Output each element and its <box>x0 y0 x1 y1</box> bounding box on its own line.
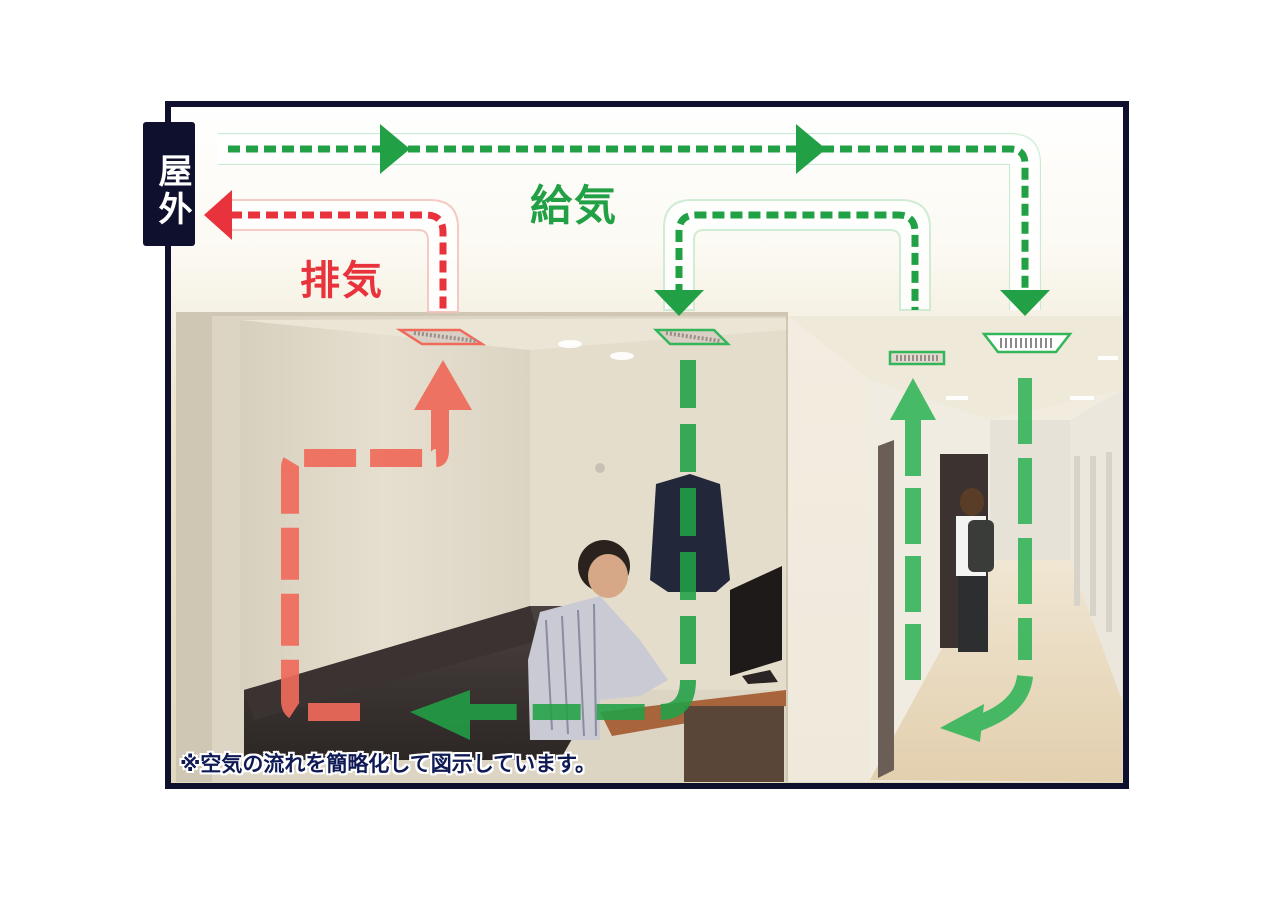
ceiling-light <box>1070 396 1094 400</box>
supply-flow-booth <box>410 360 696 740</box>
exhaust-vent-booth <box>395 328 487 346</box>
supply-arrowhead-down <box>654 290 704 316</box>
supply-flow-corridor-down <box>940 378 1033 742</box>
simplification-note: ※空気の流れを簡略化して図示しています。 <box>180 752 597 776</box>
corridor-floor <box>870 560 1122 782</box>
supply-vent-corridor-small <box>888 350 946 366</box>
supply-arrowhead-right <box>380 124 410 174</box>
ceiling-light <box>610 352 634 360</box>
exhaust-flow-booth <box>281 360 472 721</box>
wall-hook <box>595 463 605 473</box>
supply-arrowhead-down <box>1000 290 1050 316</box>
exhaust-arrowhead-up <box>414 360 472 410</box>
ceiling-light <box>558 340 582 348</box>
booth-left-wall <box>240 320 530 690</box>
monitor <box>730 566 782 676</box>
diagram-frame <box>165 101 1129 789</box>
supply-duct-main <box>218 124 1050 316</box>
supply-arrowhead-curve <box>940 704 984 742</box>
backpack <box>968 520 994 572</box>
ceiling-light <box>1098 356 1118 360</box>
supply-label: 給気 <box>530 181 619 230</box>
outdoor-label: 屋外 <box>143 122 195 246</box>
corridor-person-legs <box>958 576 988 652</box>
supply-arrowhead-left <box>410 690 470 740</box>
supply-vent-corridor-large <box>981 332 1073 354</box>
supply-vent-booth <box>652 328 732 346</box>
exhaust-label: 排気 <box>300 258 384 304</box>
monitor-stand <box>742 670 778 684</box>
corridor-door <box>878 440 894 778</box>
supply-duct-loop <box>654 199 931 316</box>
exhaust-arrowhead-left <box>204 190 232 240</box>
ceiling-light <box>946 396 968 400</box>
supply-arrowhead-right <box>796 124 826 174</box>
desk-leg <box>684 706 784 782</box>
exhaust-duct <box>204 190 459 313</box>
booth-ceiling <box>240 318 786 350</box>
corridor-person-head <box>960 488 984 516</box>
sofa-back <box>244 606 540 720</box>
supply-flow-corridor-up <box>890 378 936 680</box>
supply-arrowhead-up <box>890 378 936 420</box>
